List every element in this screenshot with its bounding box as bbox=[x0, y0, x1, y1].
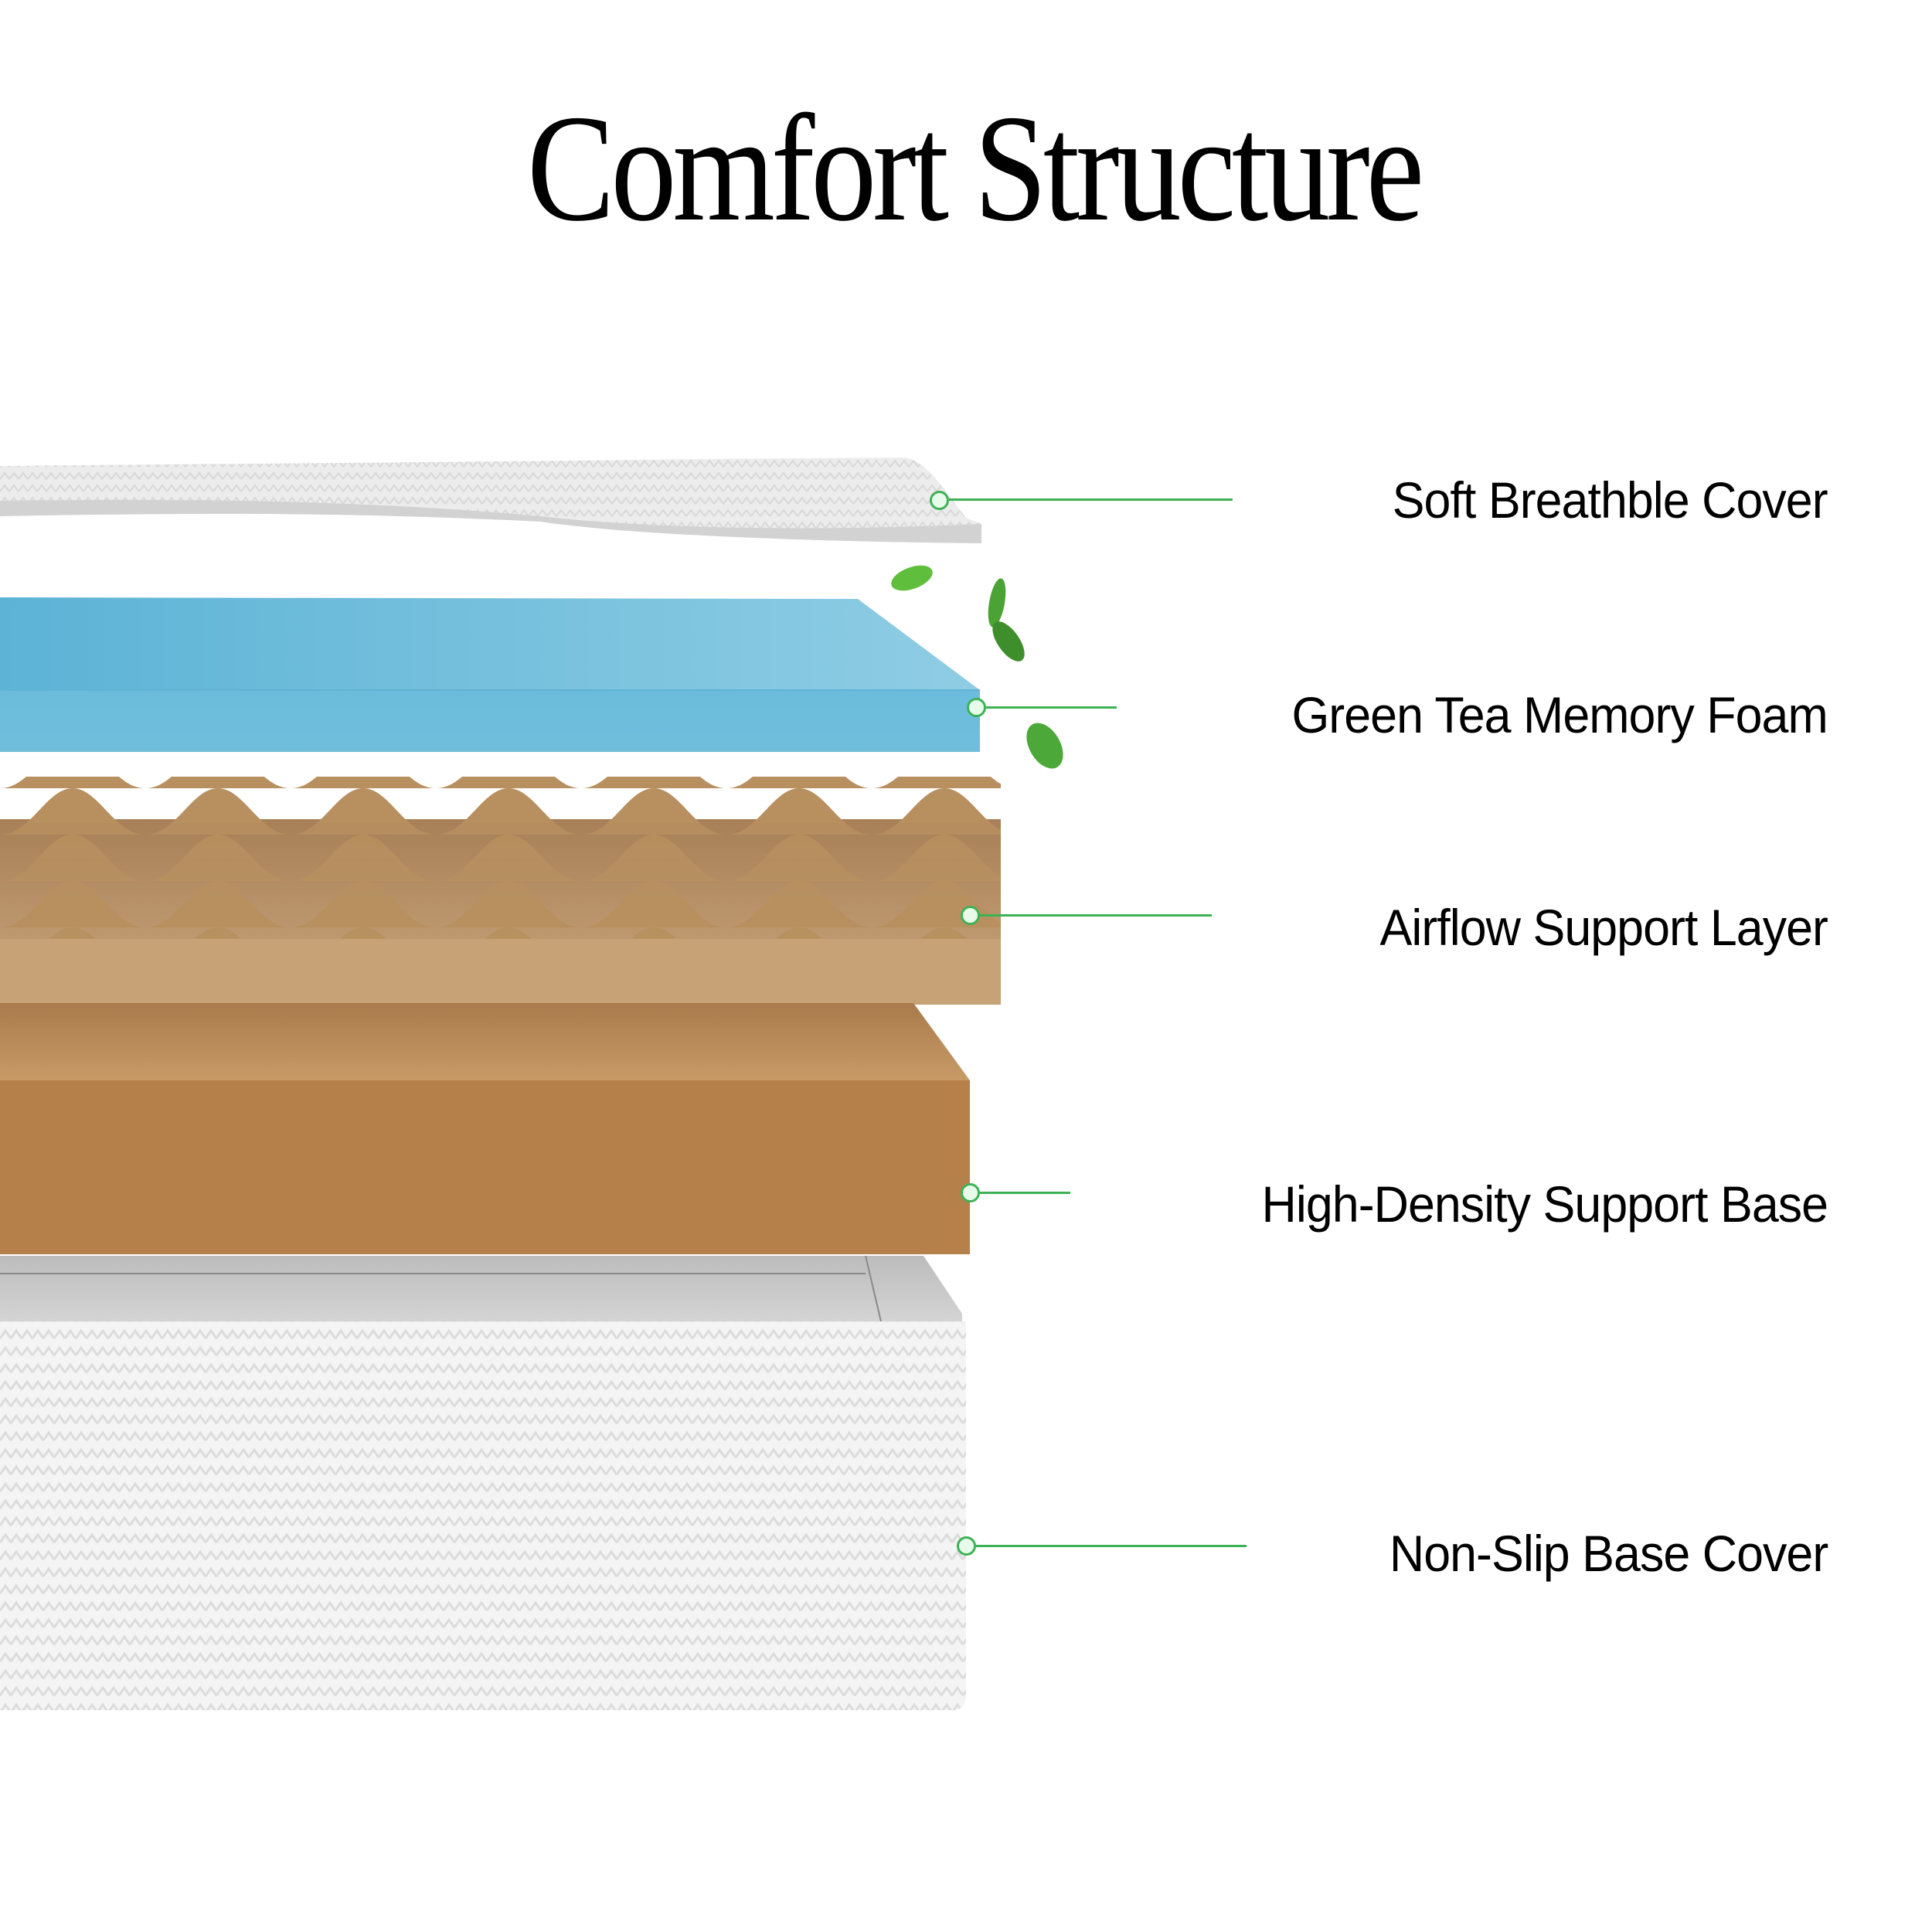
airflow-layer bbox=[0, 777, 1001, 1005]
label-airflow-support-layer: Airflow Support Layer bbox=[1379, 899, 1828, 956]
support-base-layer bbox=[0, 1003, 970, 1254]
label-non-slip-base-cover: Non-Slip Base Cover bbox=[1389, 1525, 1828, 1582]
callout-dot bbox=[957, 1536, 976, 1556]
page-title: Comfort Structure bbox=[526, 83, 1424, 253]
label-green-tea-memory-foam: Green Tea Memory Foam bbox=[1291, 686, 1828, 743]
callout-dot bbox=[967, 698, 986, 717]
memory-foam-layer bbox=[0, 597, 980, 752]
callout-dot bbox=[961, 1183, 980, 1202]
leader-line bbox=[949, 498, 1233, 501]
label-high-density-support-base: High-Density Support Base bbox=[1261, 1175, 1828, 1233]
leader-line bbox=[976, 1545, 1247, 1547]
label-soft-breathable-cover: Soft Breathble Cover bbox=[1392, 471, 1828, 529]
base-cover-layer bbox=[0, 1255, 966, 1710]
callout-dot bbox=[961, 906, 980, 925]
leaf-icon bbox=[891, 565, 1063, 769]
leader-line bbox=[986, 706, 1117, 709]
cover-layer bbox=[0, 457, 981, 543]
leader-line bbox=[980, 914, 1212, 917]
callout-dot bbox=[930, 491, 949, 510]
leader-line bbox=[980, 1192, 1070, 1194]
